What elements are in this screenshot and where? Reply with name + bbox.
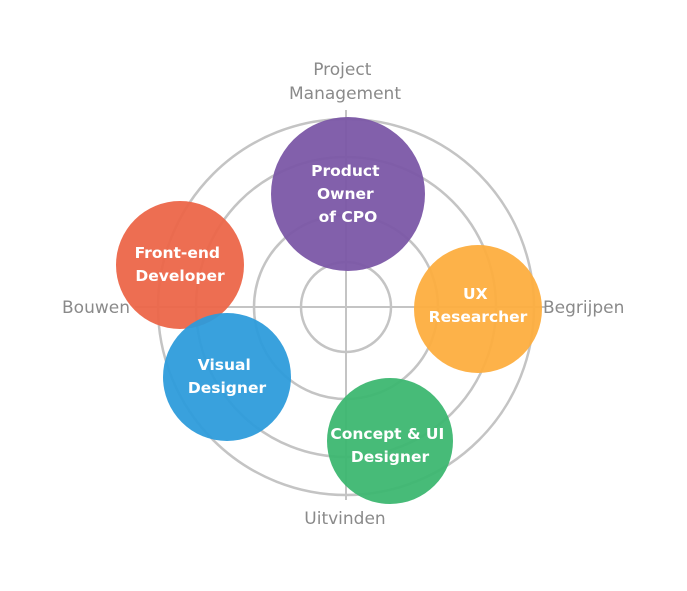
axis-label-left: Bouwen: [62, 298, 130, 318]
role-label-line: Owner: [317, 185, 374, 203]
axis-labels: Project Management Bouwen Begrijpen Uitv…: [62, 60, 624, 529]
role-label-product-owner: Product Owner of CPO: [311, 162, 385, 226]
role-circle-product-owner: [271, 117, 425, 271]
role-label-line: Front-end: [135, 244, 220, 262]
role-label-line: of CPO: [319, 208, 378, 226]
axis-label-right: Begrijpen: [543, 298, 624, 318]
role-label-ux-researcher: UX Researcher: [429, 285, 528, 326]
axis-label-top-line-2: Management: [289, 84, 401, 104]
role-label-line: Visual: [198, 356, 251, 374]
role-label-line: Developer: [135, 267, 225, 285]
role-label-line: Designer: [351, 448, 430, 466]
role-circle-front-end-developer: [116, 201, 244, 329]
role-circle-ux-researcher: [414, 245, 542, 373]
role-front-end-developer: Front-end Developer: [116, 201, 244, 329]
axis-label-top-line-1: Project: [313, 60, 371, 80]
role-ux-researcher: UX Researcher: [414, 245, 542, 373]
role-circle-visual-designer: [163, 313, 291, 441]
role-concept-ui-designer: Concept & UI Designer: [327, 378, 453, 504]
role-product-owner: Product Owner of CPO: [271, 117, 425, 271]
role-label-line: Product: [311, 162, 380, 180]
role-label-concept-ui-designer: Concept & UI Designer: [330, 425, 449, 466]
role-visual-designer: Visual Designer: [163, 313, 291, 441]
role-label-line: UX: [463, 285, 488, 303]
axis-label-top: Project Management: [289, 60, 401, 104]
role-label-line: Researcher: [429, 308, 528, 326]
role-label-front-end-developer: Front-end Developer: [135, 244, 226, 285]
axis-label-bottom: Uitvinden: [304, 509, 385, 529]
role-circle-concept-ui-designer: [327, 378, 453, 504]
role-label-visual-designer: Visual Designer: [188, 356, 267, 397]
role-label-line: Designer: [188, 379, 267, 397]
role-label-line: Concept & UI: [330, 425, 444, 443]
